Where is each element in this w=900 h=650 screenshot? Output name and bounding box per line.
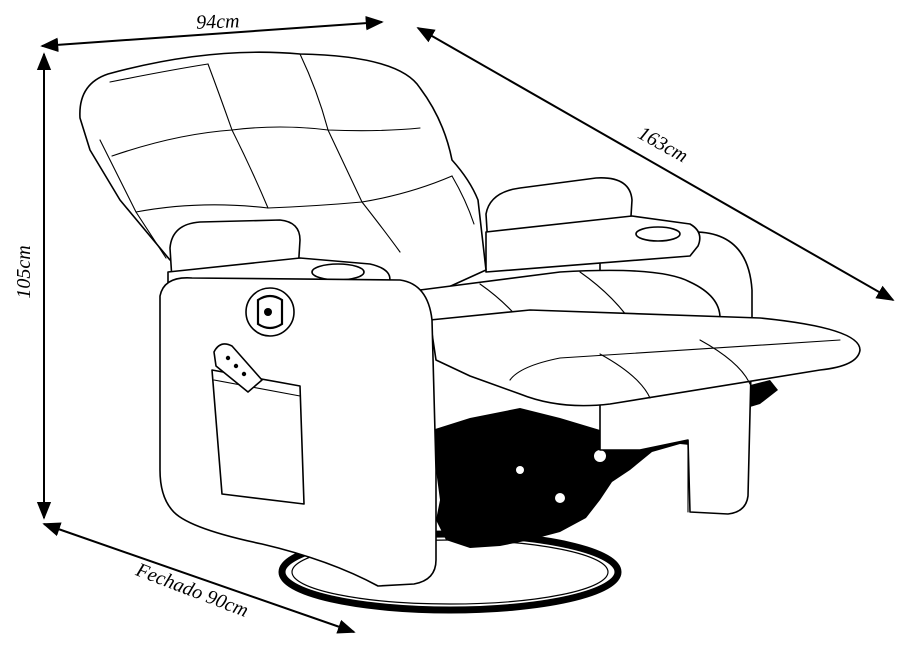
cup-holder-right xyxy=(635,226,681,242)
remote-control xyxy=(213,343,263,393)
dimension-width: 94cm xyxy=(40,10,384,53)
left-side-panel xyxy=(159,277,437,587)
recline-lever xyxy=(245,287,295,337)
right-armrest xyxy=(485,177,701,273)
side-pocket xyxy=(211,369,305,505)
height-label: 105cm xyxy=(13,245,35,298)
depth-arrow xyxy=(416,27,895,301)
cup-holder-left xyxy=(311,263,365,281)
footrest xyxy=(429,309,861,407)
closed-arrow xyxy=(42,522,356,634)
width-label: 94cm xyxy=(196,10,240,33)
depth-label: 163cm xyxy=(634,122,691,167)
dimension-height: 105cm xyxy=(13,52,52,520)
width-arrow xyxy=(40,15,384,53)
recliner-chair xyxy=(79,51,861,614)
